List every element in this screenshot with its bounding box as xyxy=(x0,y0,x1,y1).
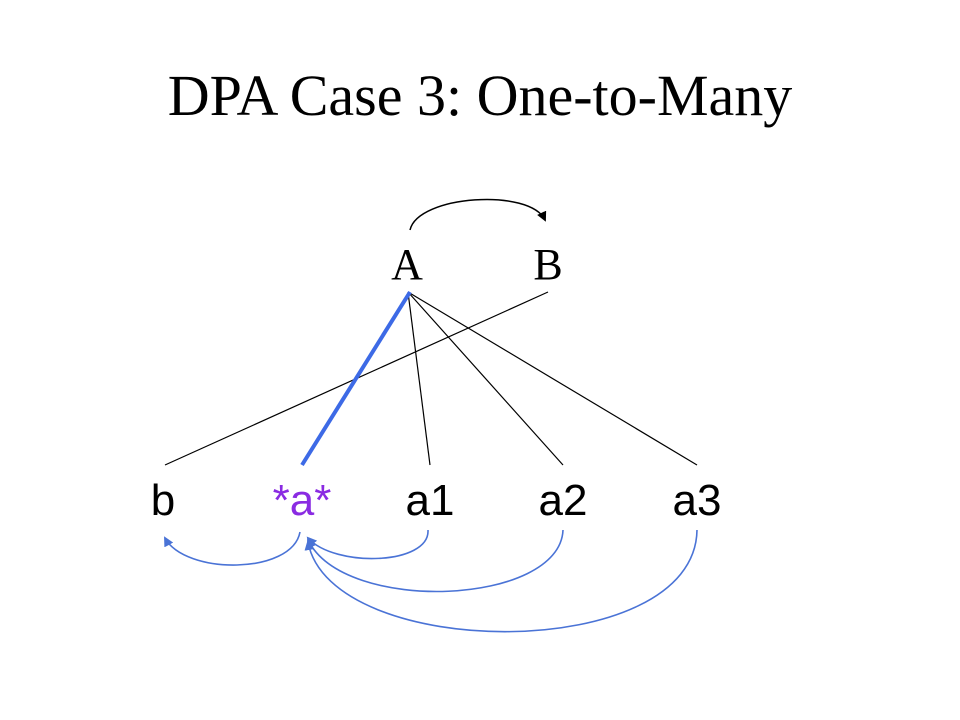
node-A: A xyxy=(391,240,423,289)
link-A-a3 xyxy=(407,291,698,466)
node-a2: a2 xyxy=(539,476,588,525)
slide-title: DPA Case 3: One-to-Many xyxy=(167,63,793,128)
arc-a1-to-a-star xyxy=(306,529,429,560)
link-A-a-star xyxy=(300,290,412,467)
link-A-a1 xyxy=(407,291,431,466)
arc-a-to-b xyxy=(409,198,547,231)
node-a1: a1 xyxy=(406,476,455,525)
node-b: b xyxy=(151,476,175,525)
arc-a-star-to-b xyxy=(164,531,301,566)
arc-a2-to-a-star xyxy=(307,529,564,593)
arc-a3-to-a-star xyxy=(304,529,698,633)
node-a-star: *a* xyxy=(273,476,332,525)
node-a3: a3 xyxy=(673,476,722,525)
node-B: B xyxy=(533,240,562,289)
link-A-a2 xyxy=(407,291,564,466)
